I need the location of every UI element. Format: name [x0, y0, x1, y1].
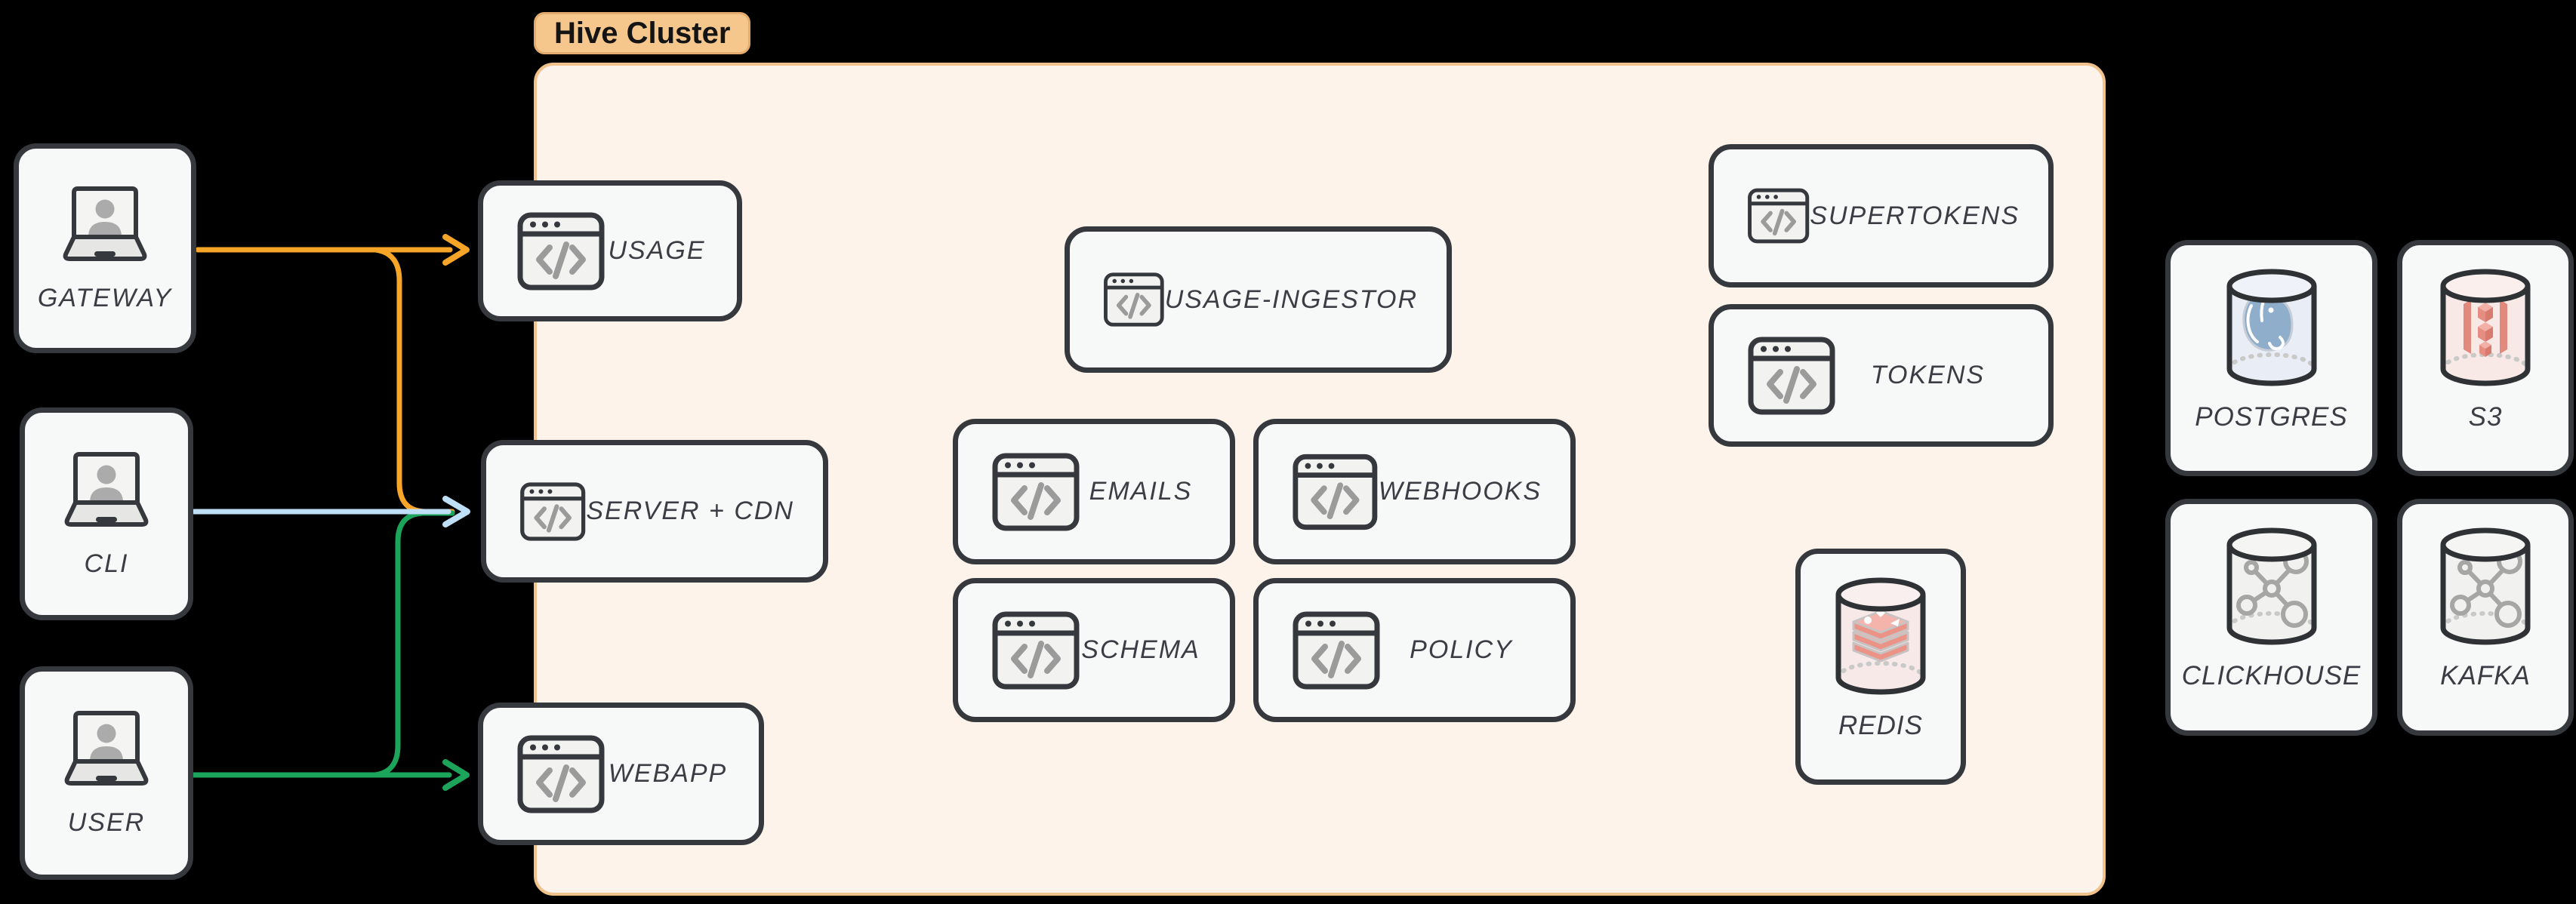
node-label: SERVER + CDN: [586, 497, 794, 525]
node-label: CLI: [84, 549, 129, 578]
node-usage: USAGE: [478, 180, 742, 321]
edge-user-to-server-cdn: [372, 510, 455, 778]
node-label: USAGE-INGESTOR: [1164, 284, 1418, 314]
node-clickhouse: CLICKHOUSE: [2165, 499, 2377, 736]
node-label: WEBHOOKS: [1378, 477, 1542, 506]
code-window-icon: [1748, 188, 1810, 244]
node-kafka: KAFKA: [2397, 499, 2574, 736]
node-cli: CLI: [20, 407, 193, 620]
node-s3: S3: [2397, 240, 2574, 476]
cluster-badge: Hive Cluster: [534, 12, 751, 54]
edge-gateway-to-usage: [195, 234, 470, 266]
node-redis: REDIS: [1795, 549, 1966, 785]
node-policy: POLICY: [1253, 578, 1576, 722]
node-label: S3: [2468, 402, 2503, 432]
node-supertokens: SUPERTOKENS: [1709, 144, 2054, 287]
node-label: USAGE: [608, 236, 706, 265]
node-label: SUPERTOKENS: [1810, 201, 2020, 230]
node-label: GATEWAY: [37, 283, 173, 312]
code-window-icon: [517, 212, 605, 290]
node-webapp: WEBAPP: [478, 703, 764, 845]
node-label: REDIS: [1838, 711, 1923, 740]
cluster-badge-label: Hive Cluster: [554, 16, 731, 50]
edge-cli-to-server-cdn: [191, 496, 470, 527]
node-label: POLICY: [1410, 635, 1513, 664]
node-label: CLICKHOUSE: [2181, 661, 2362, 690]
node-label: TOKENS: [1870, 361, 1986, 389]
redis-icon: [1835, 577, 1926, 695]
node-emails: EMAILS: [953, 419, 1235, 564]
node-user: USER: [20, 666, 193, 880]
kafka-icon: [2440, 527, 2531, 645]
node-label: POSTGRES: [2195, 402, 2348, 432]
node-schema: SCHEMA: [953, 578, 1235, 722]
node-label: WEBAPP: [608, 759, 728, 788]
node-usage-ingestor: USAGE-INGESTOR: [1065, 226, 1452, 373]
laptop-user-icon: [63, 186, 147, 261]
node-server-cdn: SERVER + CDN: [481, 440, 828, 583]
code-window-icon: [520, 481, 586, 541]
laptop-user-icon: [64, 711, 149, 786]
postgres-icon: [2226, 269, 2316, 386]
code-window-icon: [992, 611, 1080, 689]
edge-user-to-webapp: [191, 759, 470, 791]
node-label: KAFKA: [2440, 661, 2531, 690]
edge-gateway-to-server-cdn: [372, 247, 455, 515]
code-window-icon: [1748, 337, 1835, 414]
code-window-icon: [1104, 272, 1164, 327]
node-label: EMAILS: [1089, 477, 1193, 506]
code-window-icon: [1293, 454, 1378, 530]
node-webhooks: WEBHOOKS: [1253, 419, 1576, 564]
node-postgres: POSTGRES: [2165, 240, 2377, 476]
laptop-user-icon: [64, 451, 149, 527]
code-window-icon: [1293, 611, 1380, 689]
node-tokens: TOKENS: [1709, 304, 2054, 447]
code-window-icon: [992, 453, 1080, 530]
node-label: USER: [67, 808, 146, 837]
clickhouse-icon: [2226, 527, 2316, 645]
code-window-icon: [517, 735, 605, 813]
node-label: SCHEMA: [1081, 635, 1200, 664]
node-gateway: GATEWAY: [14, 143, 196, 353]
s3-icon: [2440, 269, 2531, 386]
